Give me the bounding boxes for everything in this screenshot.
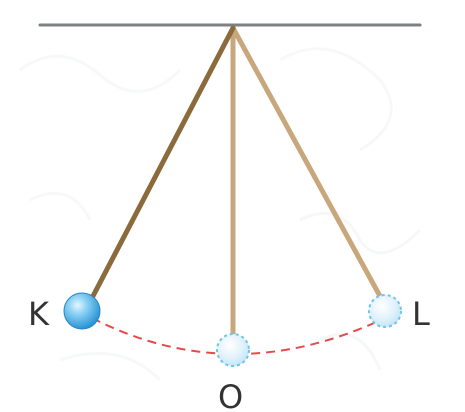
bob-o <box>216 333 250 367</box>
swing-path <box>91 317 386 355</box>
label-o: O <box>218 378 243 412</box>
label-k: K <box>28 295 50 333</box>
string-to-l <box>230 25 384 301</box>
bob-l <box>368 294 402 328</box>
bob-k <box>63 292 101 330</box>
label-l: L <box>412 295 430 333</box>
string-to-k <box>89 25 236 301</box>
background-scribbles <box>19 47 422 382</box>
